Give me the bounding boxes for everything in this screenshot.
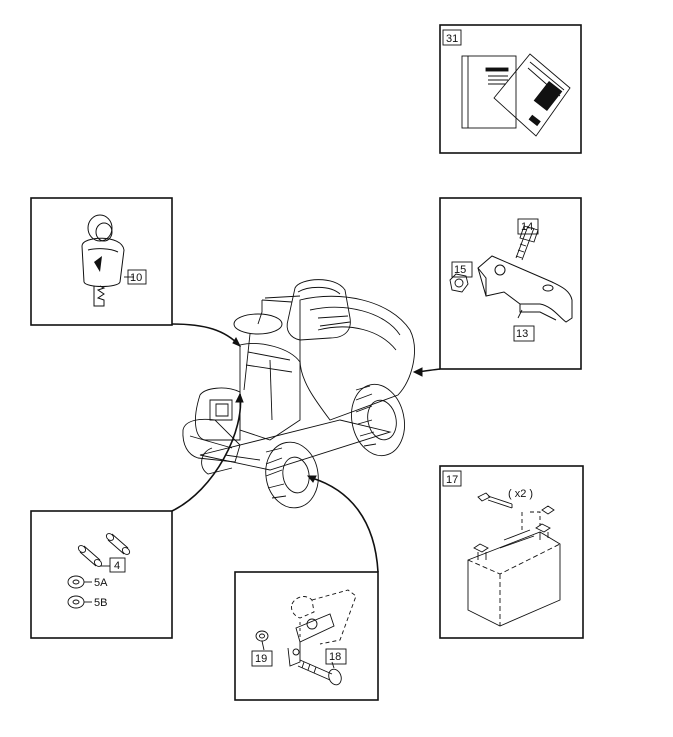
part-label-14: 14 <box>521 221 533 233</box>
arrowhead-bolt <box>306 475 317 483</box>
item-number-box <box>442 29 462 46</box>
leader-bolt <box>311 477 379 573</box>
washer-5b <box>67 595 85 609</box>
arrowhead-pins <box>235 392 244 403</box>
riding-mower-illustration <box>182 279 415 509</box>
rear-wheel <box>351 383 405 457</box>
callout-box-battery: 17 ( x2 ) <box>439 465 584 639</box>
axle-assembly <box>287 589 357 667</box>
callout-box-bolt: 19 18 <box>234 571 379 701</box>
callout-box-bracket: 14 15 13 <box>439 197 582 370</box>
bracket-13 <box>477 255 573 323</box>
part-label-5a: 5A <box>94 577 108 589</box>
nut-15 <box>449 273 469 293</box>
steering-wheel <box>233 313 283 335</box>
leader-pins <box>171 393 242 512</box>
leader-key <box>171 323 241 347</box>
part-label-13: 13 <box>516 328 528 340</box>
arrowhead-bracket <box>412 367 423 377</box>
item-number-box <box>442 470 462 487</box>
manual-documents <box>461 53 571 137</box>
quantity-label: ( x2 ) <box>508 488 533 500</box>
arrowhead-key <box>232 336 242 347</box>
washer-5a <box>67 575 85 589</box>
part-label-10: 10 <box>130 272 142 284</box>
ignition-key-icon <box>81 214 125 307</box>
callout-box-manual: 31 <box>439 24 582 154</box>
part-label-18: 18 <box>329 651 341 663</box>
callout-box-pins: 4 5A 5B <box>30 510 173 639</box>
seat-outline <box>286 279 351 341</box>
bolt-18 <box>297 659 342 686</box>
part-label-19: 19 <box>255 653 267 665</box>
bolt-14 <box>515 225 539 261</box>
pin-4-b <box>105 533 131 555</box>
callout-box-key: 10 <box>30 197 173 326</box>
item-number-17: 17 <box>446 474 458 486</box>
battery-icon <box>467 523 561 627</box>
part-label-15: 15 <box>454 264 466 276</box>
part-label-5b: 5B <box>94 597 107 609</box>
front-wheel <box>265 441 319 509</box>
part-label-4: 4 <box>114 560 120 572</box>
pin-4-a <box>77 545 103 567</box>
nut-19 <box>255 630 269 642</box>
item-number-31: 31 <box>446 33 458 45</box>
battery-hardware <box>477 492 555 530</box>
